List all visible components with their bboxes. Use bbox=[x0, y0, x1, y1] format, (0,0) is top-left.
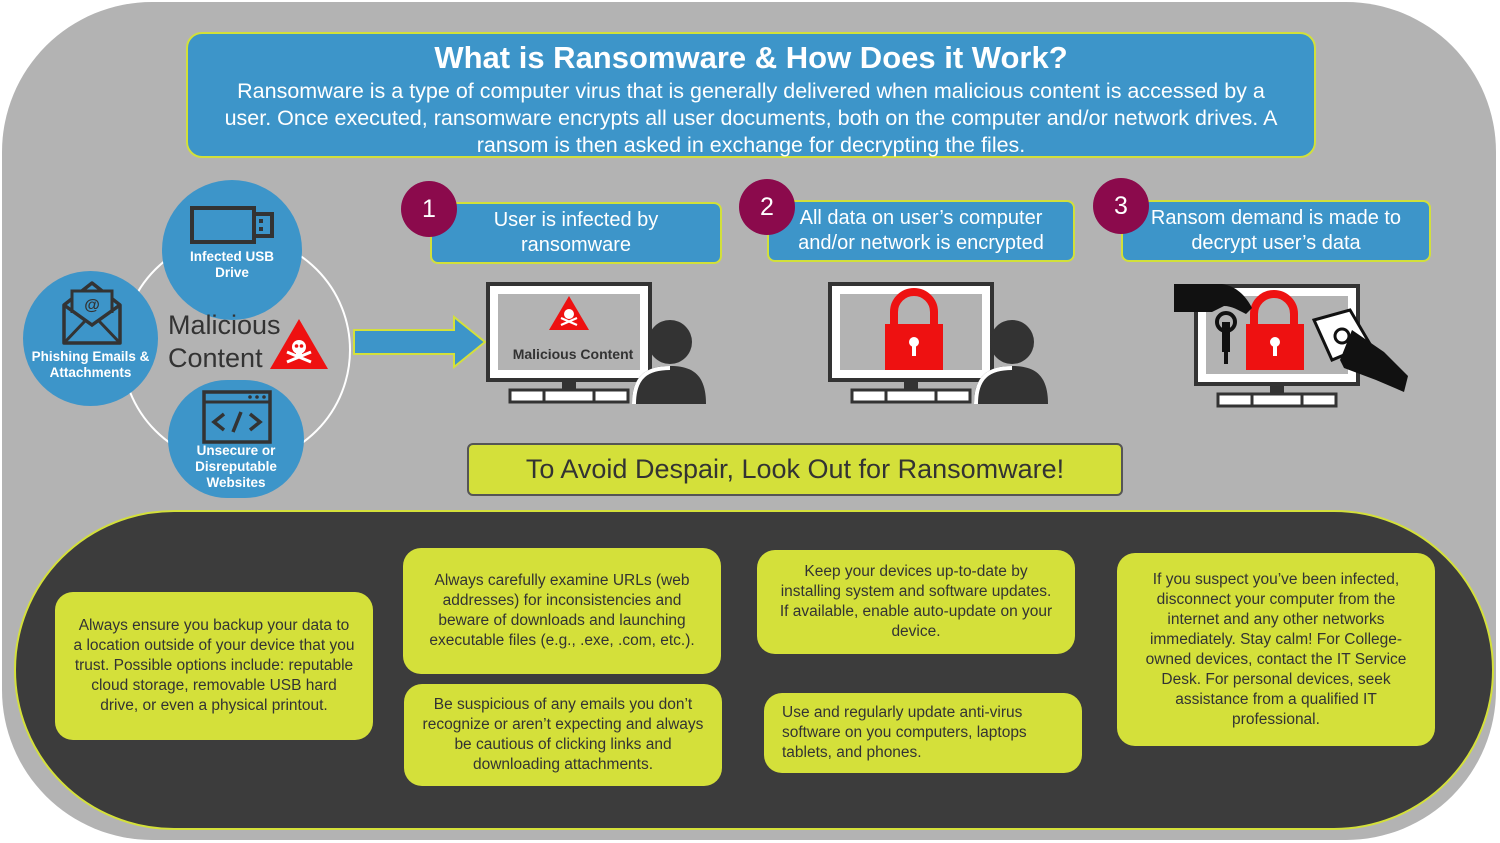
tip-backup: Always ensure you backup your data to a … bbox=[55, 592, 373, 740]
step-2-number: 2 bbox=[739, 179, 795, 235]
tip-antivirus: Use and regularly update anti-virus soft… bbox=[764, 693, 1082, 773]
tagline-text: To Avoid Despair, Look Out for Ransomwar… bbox=[525, 454, 1065, 484]
malicious-content-line1: Malicious bbox=[168, 310, 281, 340]
step-3-number: 3 bbox=[1093, 178, 1149, 234]
page-title: What is Ransomware & How Does it Work? bbox=[434, 40, 1068, 75]
padlock-icon bbox=[884, 292, 946, 372]
ransom-computer-icon bbox=[1174, 284, 1408, 408]
usb-drive-icon bbox=[190, 206, 274, 244]
tip-infected-text: If you suspect you’ve been infected, dis… bbox=[1145, 570, 1407, 728]
encrypted-computer-icon bbox=[828, 282, 1048, 405]
tip-updates: Keep your devices up-to-date by installi… bbox=[757, 550, 1075, 654]
header-description: Ransomware is a type of computer virus t… bbox=[224, 79, 1278, 157]
step-2-box: All data on user’s computer and/or netwo… bbox=[767, 200, 1075, 262]
tip-antivirus-text: Use and regularly update anti-virus soft… bbox=[782, 704, 1027, 761]
tagline-banner: To Avoid Despair, Look Out for Ransomwar… bbox=[467, 443, 1123, 496]
code-window-icon bbox=[202, 390, 272, 444]
warning-skull-icon bbox=[270, 319, 328, 369]
step-3-box: Ransom demand is made to decrypt user’s … bbox=[1121, 200, 1431, 262]
malicious-content-line2: Content bbox=[168, 343, 263, 373]
tip-updates-text: Keep your devices up-to-date by installi… bbox=[779, 563, 1053, 640]
email-envelope-icon: @ bbox=[62, 281, 122, 345]
step-2-label: All data on user’s computer and/or netwo… bbox=[798, 207, 1044, 254]
malicious-content-label: Malicious Content bbox=[168, 309, 281, 375]
source-usb-label: Infected USB Drive bbox=[189, 249, 274, 280]
infected-computer-icon bbox=[486, 282, 706, 405]
source-websites-label: Unsecure or Disreputable Websites bbox=[195, 443, 277, 490]
source-phishing: @ Phishing Emails & Attachments bbox=[23, 271, 158, 406]
tip-urls: Always carefully examine URLs (web addre… bbox=[403, 548, 721, 674]
tip-backup-text: Always ensure you backup your data to a … bbox=[73, 617, 355, 714]
screen-malicious-label: Malicious Content bbox=[512, 346, 634, 362]
step-3-label: Ransom demand is made to decrypt user’s … bbox=[1150, 207, 1402, 254]
step-1-number: 1 bbox=[401, 181, 457, 237]
source-phishing-label: Phishing Emails & Attachments bbox=[31, 349, 150, 380]
tip-infected: If you suspect you’ve been infected, dis… bbox=[1117, 553, 1435, 746]
tip-urls-text: Always carefully examine URLs (web addre… bbox=[429, 572, 695, 649]
step-1-label: User is infected by ransomware bbox=[493, 209, 659, 256]
source-usb-drive: Infected USB Drive bbox=[162, 180, 302, 320]
source-websites: Unsecure or Disreputable Websites bbox=[168, 380, 304, 498]
header-banner: What is Ransomware & How Does it Work? R… bbox=[186, 32, 1316, 158]
right-arrow-icon bbox=[353, 314, 487, 370]
tip-emails: Be suspicious of any emails you don’t re… bbox=[404, 684, 722, 786]
svg-text:@: @ bbox=[84, 297, 100, 314]
tip-emails-text: Be suspicious of any emails you don’t re… bbox=[422, 696, 704, 773]
step-1-box: User is infected by ransomware bbox=[430, 202, 722, 264]
